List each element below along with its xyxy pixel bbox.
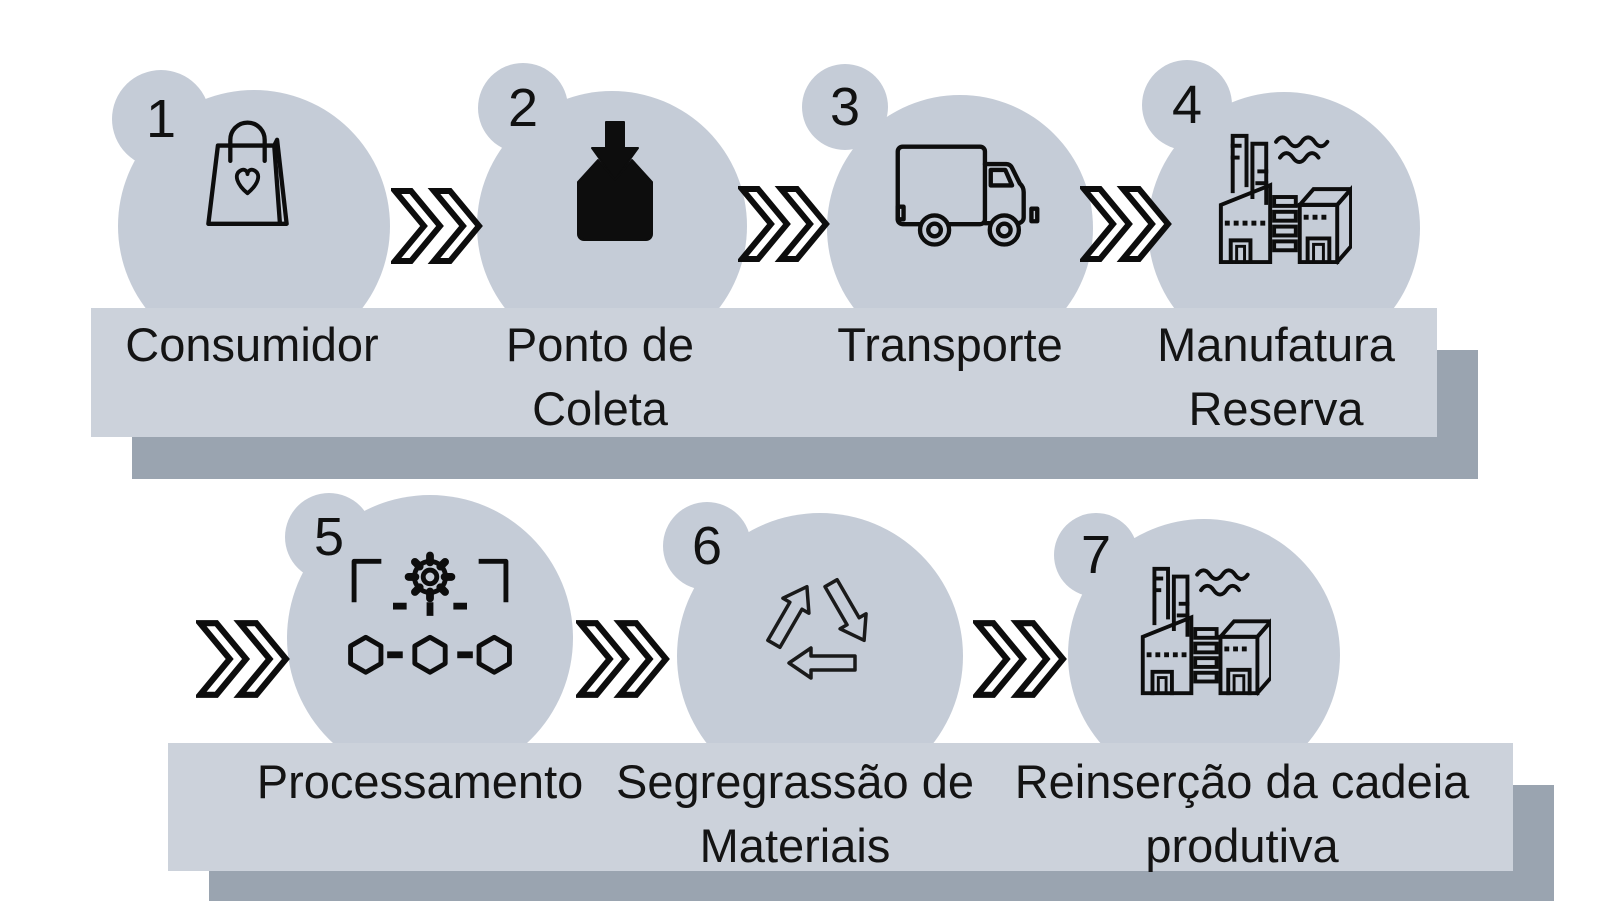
shopping-bag-icon	[206, 120, 289, 226]
step-3-label: Transporte	[837, 313, 1063, 377]
step-2-label: Ponto de Coleta	[506, 313, 694, 441]
truck-icon	[895, 144, 1040, 247]
chevron-arrow-icon	[576, 620, 670, 698]
step-6-number-circle: 6	[663, 502, 751, 590]
label-line-1: Segregrassão de	[616, 755, 974, 808]
label-line-2: Coleta	[532, 382, 668, 435]
row-1-label-bar	[91, 308, 1437, 437]
factory-icon	[1218, 133, 1352, 265]
chevron-arrow-icon	[738, 186, 830, 262]
label-line-1: Processamento	[256, 755, 584, 808]
chevron-arrow-icon	[196, 620, 290, 698]
step-number: 1	[145, 89, 177, 149]
label-line-1: Consumidor	[125, 318, 379, 371]
recycle-icon	[766, 577, 868, 680]
chevron-arrow-icon	[1080, 186, 1172, 262]
step-5-number-circle: 5	[285, 493, 373, 581]
collection-box-icon	[577, 121, 653, 241]
step-number: 2	[507, 78, 539, 138]
chevron-arrow-icon	[391, 188, 483, 264]
step-number: 5	[313, 507, 345, 567]
label-line-1: Ponto de	[505, 318, 695, 371]
step-5: 5	[285, 493, 573, 781]
step-5-label: Processamento	[257, 750, 584, 814]
step-4-number-circle: 4	[1142, 60, 1232, 150]
step-number: 3	[829, 77, 861, 137]
step-1-label: Consumidor	[125, 313, 378, 377]
process-icon	[348, 551, 512, 675]
factory-icon	[1140, 566, 1271, 696]
step-6-label: Segregrassão de Materiais	[616, 750, 974, 878]
step-number: 6	[691, 516, 723, 576]
step-number: 7	[1080, 525, 1112, 585]
label-line-2: Materiais	[699, 819, 891, 872]
step-7-label: Reinserção da cadeia produtiva	[1015, 750, 1470, 878]
step-4-label: Manufatura Reserva	[1157, 313, 1395, 441]
label-line-2: produtiva	[1145, 819, 1339, 872]
label-line-1: Manufatura	[1157, 318, 1395, 371]
step-3-number-circle: 3	[802, 64, 888, 150]
step-1-number-circle: 1	[112, 70, 210, 168]
step-number: 4	[1171, 75, 1203, 135]
label-line-1: Reinserção da cadeia	[1014, 755, 1470, 808]
chevron-arrow-icon	[973, 620, 1067, 698]
label-line-1: Transporte	[837, 318, 1063, 371]
step-7-number-circle: 7	[1054, 513, 1138, 597]
label-line-2: Reserva	[1188, 382, 1364, 435]
row-2-label-bar	[168, 743, 1513, 871]
step-2-number-circle: 2	[478, 63, 568, 153]
